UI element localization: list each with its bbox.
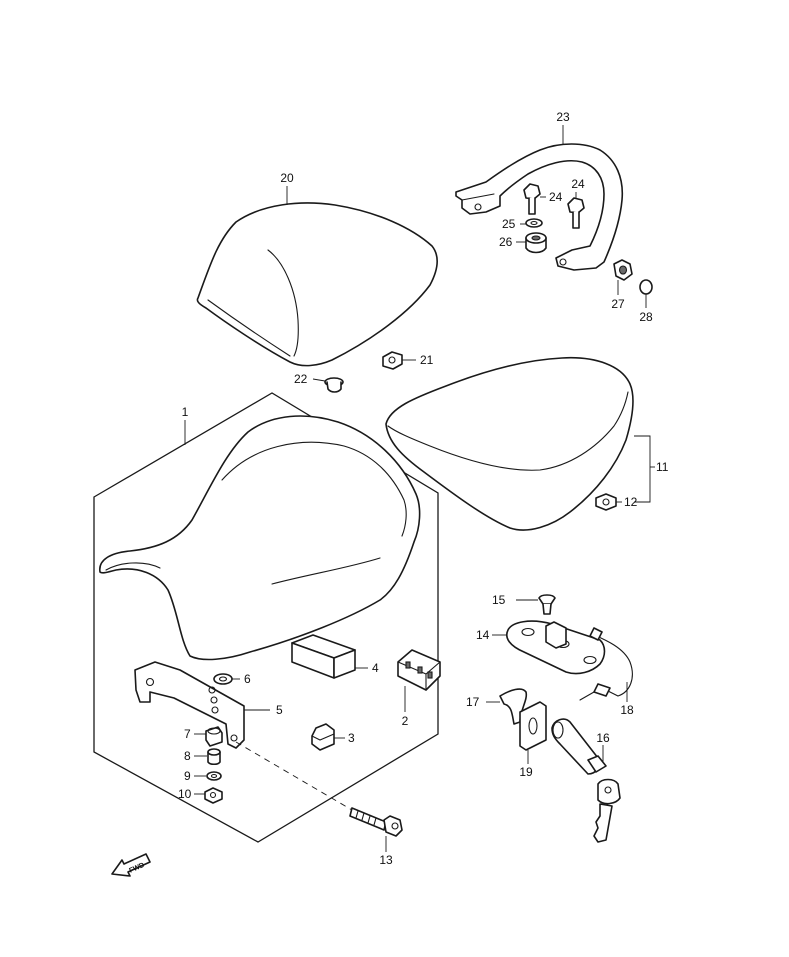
label-part-22: 22 [294, 372, 308, 386]
part-25-washer [520, 218, 543, 228]
part-3-damper [311, 723, 345, 751]
label-part-4: 4 [372, 661, 379, 675]
part-1-kit-frame [93, 392, 439, 843]
label-part-23: 23 [556, 110, 570, 124]
label-part-13: 13 [379, 853, 393, 867]
part-28-cap [639, 279, 653, 308]
label-part-1: 1 [182, 405, 189, 419]
part-8-spacer [194, 748, 221, 766]
label-part-26: 26 [499, 235, 513, 249]
part-16-lock-and-key [551, 718, 621, 843]
part-7-cushion [194, 726, 223, 747]
label-part-16: 16 [596, 731, 610, 745]
part-26-collar [516, 232, 547, 254]
label-part-24-left: 24 [549, 190, 563, 204]
label-part-17: 17 [466, 695, 480, 709]
label-part-10: 10 [178, 787, 192, 801]
fwd-arrow-icon: FWD [111, 853, 151, 877]
part-2-bumper [397, 649, 441, 712]
part-27-rubber [613, 259, 633, 295]
part-10-nut [194, 787, 223, 804]
label-part-24-right: 24 [571, 177, 585, 191]
part-13-bolt [235, 741, 403, 852]
label-part-11: 11 [656, 460, 669, 474]
label-part-2: 2 [402, 714, 409, 728]
part-5-bracket [134, 661, 270, 749]
part-15-screw [516, 594, 556, 615]
label-part-25: 25 [502, 217, 516, 231]
part-1-front-seat [99, 415, 421, 661]
part-4-block [291, 634, 368, 679]
label-part-14: 14 [476, 628, 490, 642]
label-part-3: 3 [348, 731, 355, 745]
label-part-19: 19 [519, 765, 533, 779]
part-12-nut [595, 493, 622, 511]
label-part-27: 27 [611, 297, 625, 311]
part-21-nut [382, 351, 416, 370]
part-23-grab-rail [455, 125, 624, 271]
part-9-washer [194, 771, 222, 781]
part-24-bolt-right [567, 192, 585, 229]
part-11-rear-seat [385, 356, 655, 531]
label-part-28: 28 [639, 310, 653, 324]
label-part-7: 7 [184, 727, 191, 741]
label-part-9: 9 [184, 769, 191, 783]
part-20-seat-cowl [196, 186, 438, 367]
part-18-cable [579, 627, 633, 702]
part-24-bolt-left [523, 183, 546, 215]
label-part-15: 15 [492, 593, 506, 607]
label-part-6: 6 [244, 672, 251, 686]
part-19-plate [519, 701, 547, 764]
part-22-grommet [312, 377, 344, 393]
label-part-8: 8 [184, 749, 191, 763]
label-part-12: 12 [624, 495, 638, 509]
label-part-21: 21 [420, 353, 434, 367]
label-part-18: 18 [620, 703, 634, 717]
part-14-lock-base [492, 620, 606, 675]
part-6-collar [213, 673, 240, 685]
part-labels: 1 2 3 4 5 6 7 8 9 10 11 12 13 14 15 16 1… [178, 110, 669, 867]
label-part-20: 20 [280, 171, 294, 185]
label-part-5: 5 [276, 703, 283, 717]
